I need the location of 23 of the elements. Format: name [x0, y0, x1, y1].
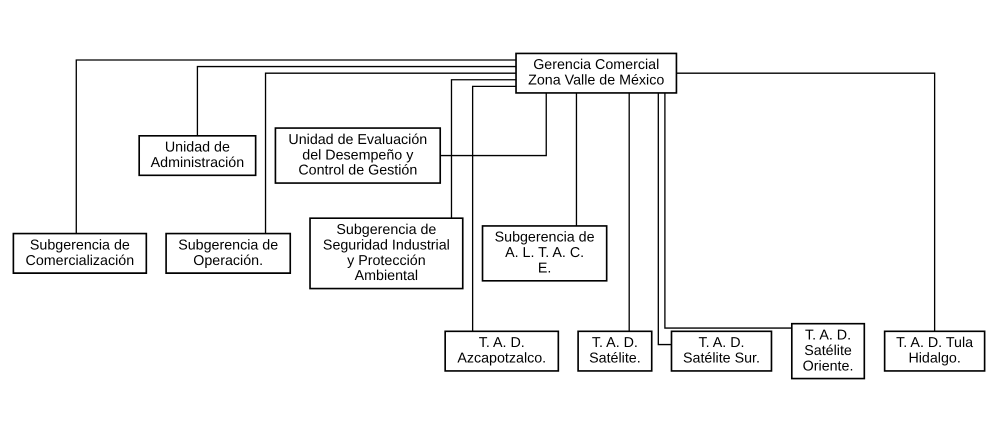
- connector: [658, 93, 672, 346]
- connector: [676, 72, 936, 332]
- node-box: T. A. D. Azcapotzalco.: [444, 330, 560, 372]
- connector: [264, 72, 516, 234]
- node-box: Subgerencia de Operación.: [165, 232, 292, 274]
- node-box: T. A. D. Satélite.: [577, 330, 653, 372]
- connector: [628, 93, 630, 332]
- connector: [440, 93, 547, 156]
- node-box: Gerencia Comercial Zona Valle de México: [515, 52, 678, 94]
- node-box: Subgerencia de Comercialización: [12, 232, 148, 274]
- node-box: T. A. D. Satélite Sur.: [670, 330, 772, 372]
- node-box: Subgerencia de A. L. T. A. C. E.: [482, 225, 608, 282]
- connector: [472, 86, 516, 332]
- node-box: T. A. D. Tula Hidalgo.: [884, 330, 986, 372]
- connector: [76, 59, 516, 234]
- node-box: T. A. D. Satélite Oriente.: [790, 322, 866, 380]
- connector: [664, 93, 792, 329]
- connector: [576, 93, 578, 226]
- node-box: Unidad de Administración: [138, 134, 256, 176]
- connector: [196, 66, 516, 136]
- node-box: Subgerencia de Seguridad Industrial y Protección Ambiental: [309, 217, 464, 290]
- node-box: Unidad de Evaluación del Desempeño y Control de Gestión: [274, 127, 442, 184]
- connector: [450, 79, 516, 218]
